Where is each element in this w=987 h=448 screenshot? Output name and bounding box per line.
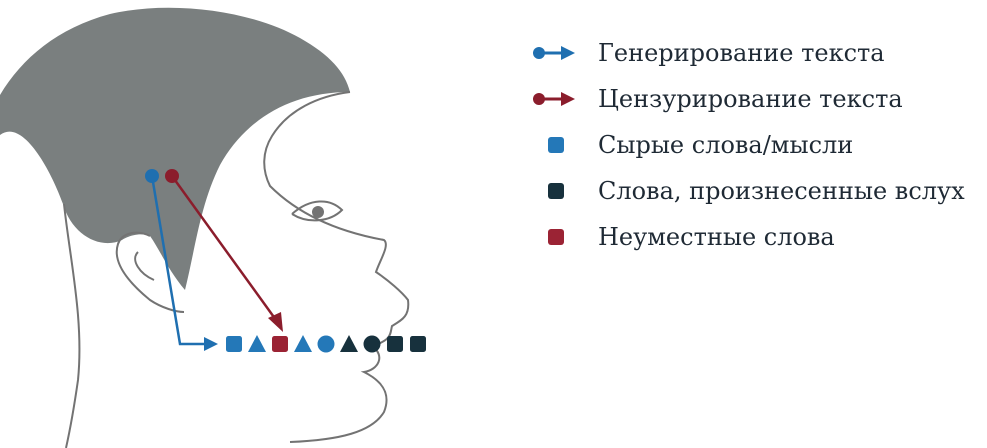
word-token-square-spoken (387, 336, 403, 352)
legend-label: Генерирование текста (598, 39, 885, 67)
word-token-circle-raw (318, 336, 335, 353)
word-token-circle-spoken (364, 336, 381, 353)
word-stream (226, 335, 426, 353)
censor-arrow-origin (165, 169, 179, 183)
word-token-triangle-spoken (340, 335, 358, 352)
legend-item-censor: Цензурирование текста (528, 76, 983, 122)
generate-arrow-origin (145, 169, 159, 183)
censor-arrow-head (268, 312, 283, 332)
legend-label: Слова, произнесенные вслух (598, 177, 965, 205)
legend-item-spoken: Слова, произнесенные вслух (528, 168, 983, 214)
legend-label: Цензурирование текста (598, 85, 903, 113)
neck-outline (64, 204, 79, 448)
word-token-triangle-raw (294, 335, 312, 352)
legend-label: Неуместные слова (598, 223, 835, 251)
blue-arrow-icon (528, 41, 584, 65)
red-arrow-icon (528, 87, 584, 111)
legend-item-raw: Сырые слова/мысли (528, 122, 983, 168)
word-token-square-raw (226, 336, 242, 352)
head-hair (0, 8, 350, 290)
blue-square-icon (528, 133, 584, 157)
dark-square-icon (528, 179, 584, 203)
legend-item-inappropriate: Неуместные слова (528, 214, 983, 260)
legend: Генерирование текста Цензурирование текс… (528, 30, 983, 260)
legend-label: Сырые слова/мысли (598, 131, 853, 159)
eye-pupil (312, 206, 324, 218)
legend-item-generate: Генерирование текста (528, 30, 983, 76)
word-token-square-inappropriate (272, 336, 288, 352)
head-outline (264, 92, 408, 442)
ear-inner (135, 252, 154, 280)
red-square-icon (528, 225, 584, 249)
word-token-triangle-raw (248, 335, 266, 352)
generate-arrow-head (204, 337, 218, 351)
word-token-square-spoken (410, 336, 426, 352)
